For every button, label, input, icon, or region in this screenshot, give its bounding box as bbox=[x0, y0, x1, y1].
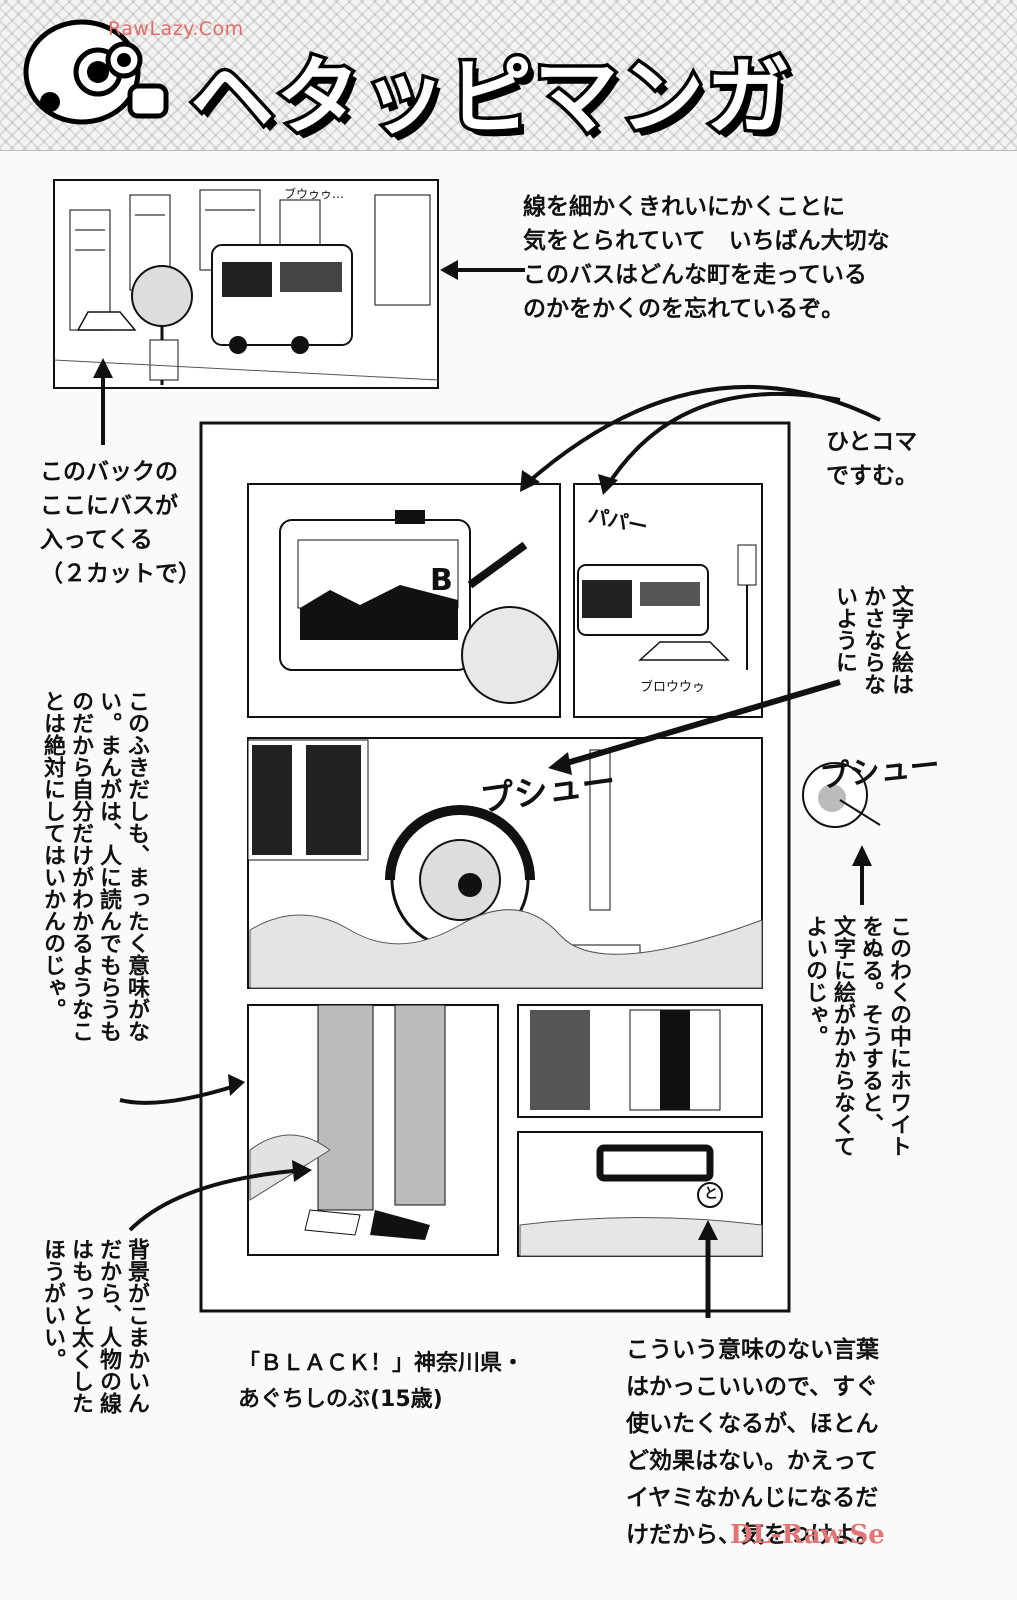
sfx-drive: ブロウウゥ bbox=[640, 680, 706, 695]
page-title: ヘタッピマンガ bbox=[186, 45, 793, 150]
sfx-small: と bbox=[704, 1186, 718, 1202]
header-banner: RawLazy.Com ヘタッピマンガ bbox=[0, 0, 1017, 151]
note-bottom-right: こういう意味のない言葉 はかっこいいので、すぐ 使いたくなるが、ほとん ど効果は… bbox=[626, 1337, 879, 1548]
note-top-right: 線を細かくきれいにかくことに 気をとられていて いちばん大切な このバスはどんな… bbox=[523, 194, 890, 322]
watermark-bottom: DL-Raw.Se bbox=[730, 1520, 885, 1550]
credit-author: あぐちしのぶ(15歳) bbox=[238, 1387, 443, 1412]
sfx-top-bus: ブウゥゥ… bbox=[284, 187, 345, 201]
credit-title: 「ＢＬＡＣＫ！」神奈川県・ bbox=[238, 1351, 525, 1376]
watermark-top: RawLazy.Com bbox=[108, 18, 244, 40]
note-white: このわくの中にホワイト をぬる。そうすると、 文字に絵がかからなくて よいのじゃ… bbox=[802, 915, 911, 1157]
gas-mask-mascot-icon bbox=[23, 19, 169, 125]
note-one-frame: ひとコマ ですむ。 bbox=[826, 429, 918, 489]
svg-text:B: B bbox=[430, 563, 453, 598]
note-back-left: このバックの ここにバスが 入ってくる （２カットで） bbox=[40, 459, 201, 587]
note-background: 背景がこまかいん だから、人物の線 はもっと太くした ほうがいい。 bbox=[40, 1238, 149, 1414]
note-text-overlap: 文字と絵は かさならな いように bbox=[832, 585, 913, 695]
note-balloon: このふきだしも、まったく意味がな い。まんがは、人に読んでもらうも のだから自分… bbox=[40, 690, 149, 1042]
